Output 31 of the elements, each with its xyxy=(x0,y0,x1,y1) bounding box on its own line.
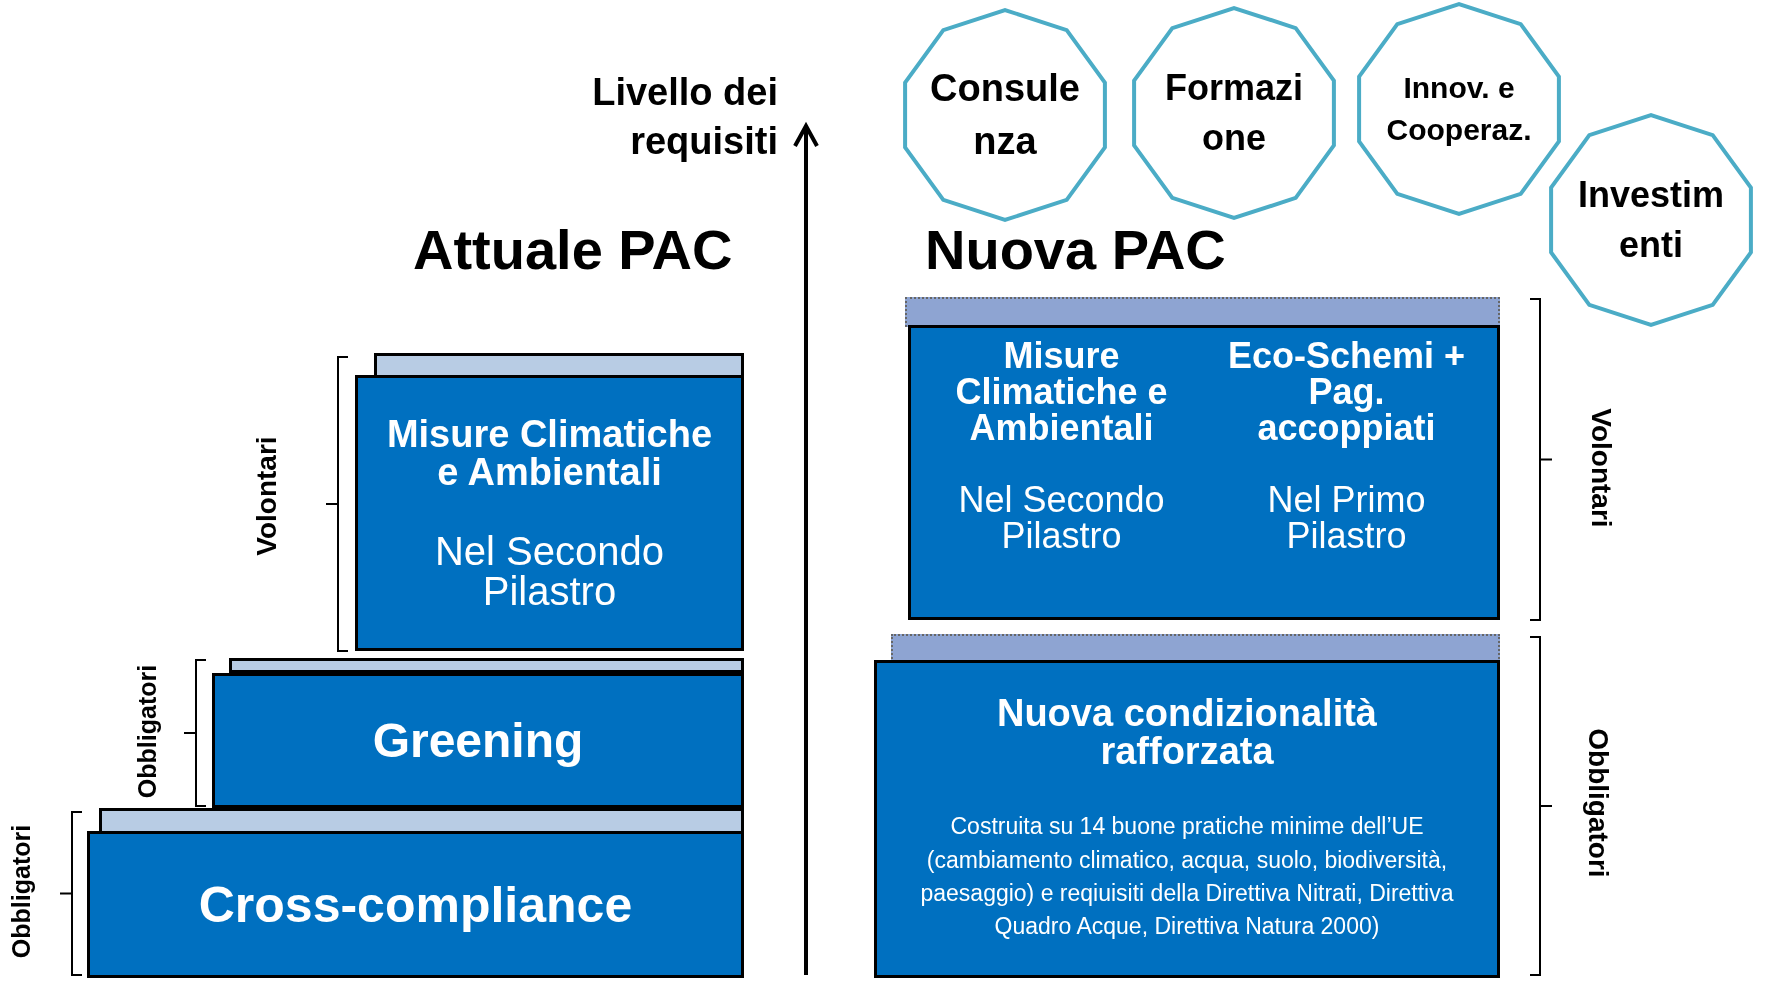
step-box xyxy=(355,375,744,651)
axis-title: Livello dei requisiti xyxy=(591,70,778,165)
step-box xyxy=(874,660,1500,978)
step-band xyxy=(99,808,744,834)
bracket-label: Volontari xyxy=(1586,408,1617,528)
box-subtitle: Nel Primo Pilastro xyxy=(1266,482,1427,554)
step-band xyxy=(229,658,744,673)
section-title: Nuova PAC xyxy=(925,217,1227,283)
step-box xyxy=(212,673,744,808)
shape-label: Investim enti xyxy=(1576,172,1726,267)
section-title: Attuale PAC xyxy=(413,217,734,283)
box-heading: Misure Climatiche e Ambientali xyxy=(385,415,714,491)
shape-label: Formazi one xyxy=(1164,65,1304,160)
box-subtitle: Costruita su 14 buone pratiche minime dell’UE (cambiamento climatico, acqua, suolo, biodiversità, paesaggio) e reqiuisiti della Direttiva Nitrati, Direttiva Quadro Acque, Direttiva Natura 2000) xyxy=(919,812,1455,942)
shape-label: Consule nza xyxy=(929,65,1081,164)
shape-label: Innov. e Cooperaz. xyxy=(1385,70,1533,148)
bracket-label: Obbligatori xyxy=(1583,728,1614,878)
bracket-label: Obbligatori xyxy=(132,664,161,799)
step-box xyxy=(908,325,1500,620)
box-subtitle: Nel Secondo Pilastro xyxy=(433,531,665,611)
box-heading: Misure Climatiche e Ambientali xyxy=(954,338,1169,446)
step-band xyxy=(905,297,1500,327)
bracket-label: Volontari xyxy=(251,436,282,556)
box-heading: Cross-compliance xyxy=(198,879,633,930)
box-heading: Nuova condizionalità rafforzata xyxy=(995,694,1378,771)
bracket-label: Obbligatori xyxy=(6,824,35,959)
box-heading: Eco-Schemi + Pag. accoppiati xyxy=(1226,338,1467,446)
step-box xyxy=(87,831,744,978)
box-subtitle: Nel Secondo Pilastro xyxy=(957,482,1166,554)
box-heading: Greening xyxy=(372,716,584,765)
step-band xyxy=(891,634,1500,662)
